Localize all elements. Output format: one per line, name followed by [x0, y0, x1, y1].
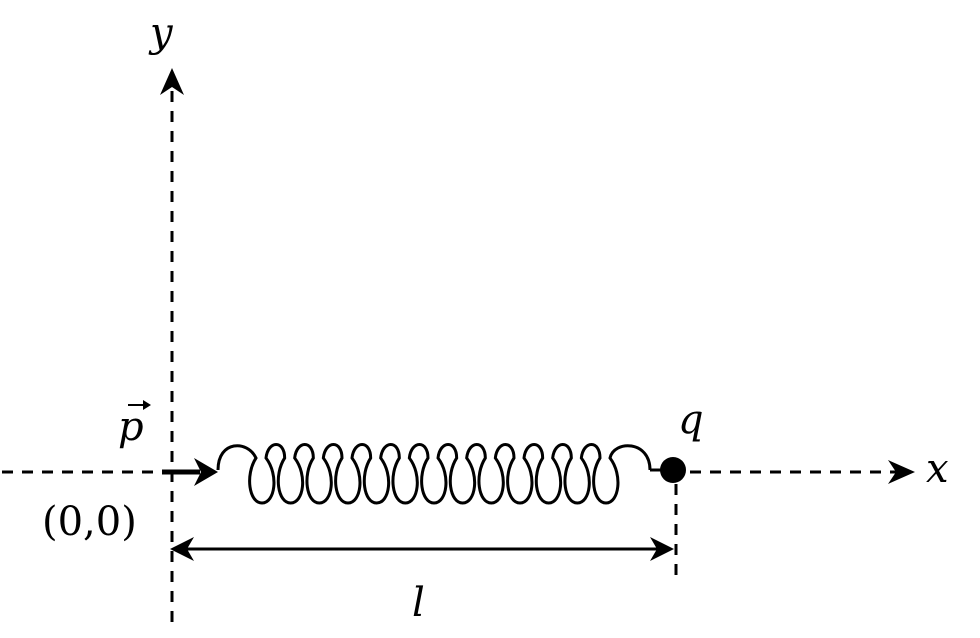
length-label: l	[412, 580, 425, 626]
y-axis-arrowhead	[160, 68, 184, 95]
origin-label: (0,0)	[42, 499, 137, 545]
y-axis-label: y	[148, 10, 174, 56]
momentum-vector-arrow-over-head	[143, 400, 151, 410]
x-axis-arrowhead	[888, 460, 915, 484]
charge-point	[660, 457, 686, 483]
length-arrowhead-right	[650, 537, 674, 561]
length-arrowhead-left	[170, 537, 194, 561]
charge-label: q	[678, 397, 704, 443]
spring-coil	[216, 443, 652, 505]
momentum-arrowhead	[194, 458, 218, 486]
momentum-label: p	[118, 404, 144, 450]
x-axis-label: x	[926, 446, 949, 492]
